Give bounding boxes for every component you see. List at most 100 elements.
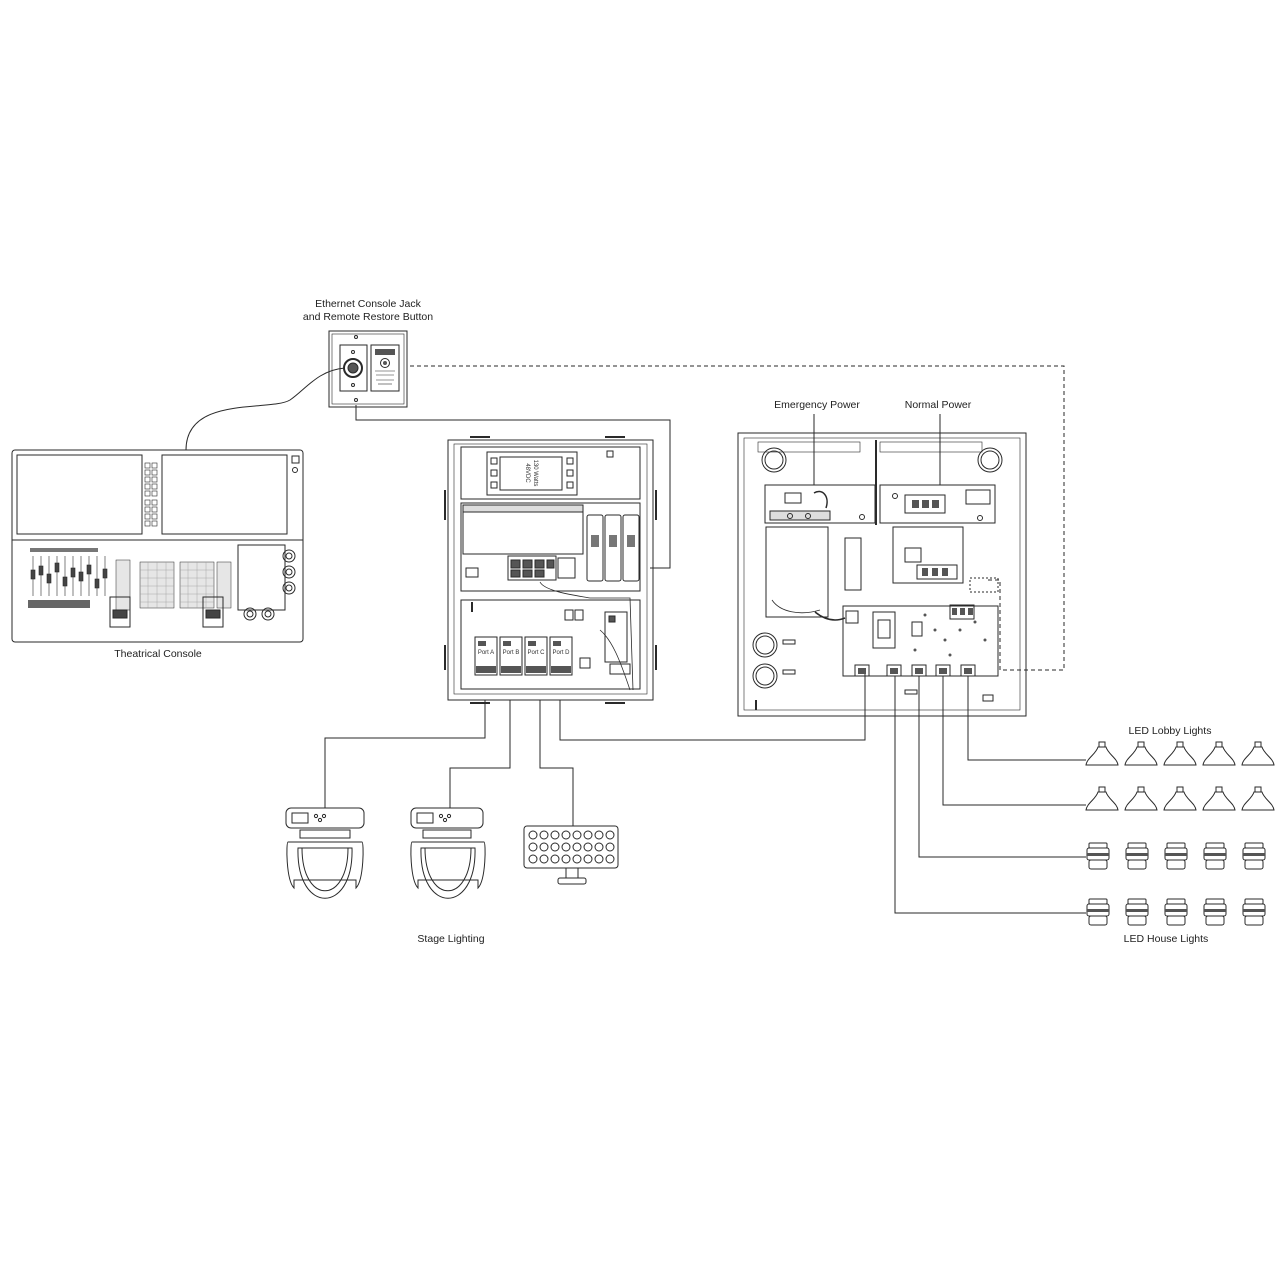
circuit-breakers (586, 514, 640, 582)
emergency-power-label: Emergency Power (774, 399, 860, 411)
led-emitter-icon (550, 854, 560, 864)
psu-wattage-label: 130 Watts (532, 460, 538, 487)
out-lobby1 (967, 676, 1086, 761)
console-screen-buttons (144, 462, 158, 527)
pendant-light-icon (1241, 786, 1275, 811)
house-can-fixtures (1086, 842, 1266, 926)
rack-to-mover2 (449, 700, 511, 808)
pendant-light-icon (1202, 741, 1236, 766)
console-keypad-grid (140, 562, 214, 608)
knockout-icon (977, 447, 1003, 473)
lobby-lights-label: LED Lobby Lights (1128, 725, 1212, 737)
can-light-icon (1086, 842, 1110, 870)
emergency-power-bracket (764, 484, 876, 524)
psu-voltage-label: 48VDC (524, 463, 530, 483)
can-light-icon (1086, 898, 1110, 926)
console-keypad (115, 559, 232, 611)
stage-lighting-label: Stage Lighting (417, 933, 485, 945)
led-emitter-icon (605, 842, 615, 852)
led-emitter-icon (594, 842, 604, 852)
encoder-icon (282, 581, 296, 595)
encoder-icon (282, 549, 296, 563)
encoder-icon (261, 607, 275, 621)
processor-module (462, 511, 584, 555)
console-screen-left (16, 454, 143, 535)
led-emitter-icon (550, 842, 560, 852)
jack-label-line1: Ethernet Console Jack (315, 298, 421, 310)
can-light-icon (1164, 842, 1188, 870)
can-light-icon (1164, 898, 1188, 926)
wires (185, 365, 1086, 914)
led-emitter-icon (605, 830, 615, 840)
led-emitter-icon (605, 854, 615, 864)
pendant-light-icon (1241, 741, 1275, 766)
out-house2 (894, 676, 1086, 914)
port-b-label: Port B (503, 650, 520, 656)
knockout-icon (761, 447, 787, 473)
led-emitter-icon (528, 854, 538, 864)
encoder-icon (243, 607, 257, 621)
console-label: Theatrical Console (114, 648, 202, 660)
knockout-icon (752, 663, 778, 689)
console-small-screen (237, 544, 286, 611)
psu-module (486, 451, 578, 496)
can-light-icon (1242, 842, 1266, 870)
port-a-label: Port A (478, 650, 494, 656)
led-emitter-icon (572, 854, 582, 864)
led-emitter-icon (594, 830, 604, 840)
jack-label-line2: and Remote Restore Button (302, 311, 434, 323)
led-emitter-icon (528, 830, 538, 840)
led-emitter-icon (583, 842, 593, 852)
led-emitter-icon (539, 854, 549, 864)
led-emitter-icon (583, 854, 593, 864)
out-lobby2 (942, 676, 1086, 806)
lobby-pendant-fixtures (1085, 741, 1275, 811)
encoder-icon (282, 565, 296, 579)
ethernet-jack (339, 344, 368, 392)
pendant-light-icon (1124, 741, 1158, 766)
restore-button-icon (380, 358, 390, 368)
led-emitter-icon (550, 830, 560, 840)
pendant-light-icon (1124, 786, 1158, 811)
port-d-label: Port D (552, 650, 570, 656)
port-c-label: Port C (527, 650, 545, 656)
console-screen-right (161, 454, 288, 535)
restore-button-panel (370, 344, 400, 392)
console-faders (28, 548, 108, 608)
pendant-light-icon (1163, 786, 1197, 811)
pendant-light-icon (1163, 741, 1197, 766)
knockout-icon (752, 632, 778, 658)
can-light-icon (1203, 898, 1227, 926)
normal-power-bracket (879, 484, 996, 524)
output-terminals (854, 664, 976, 677)
can-light-icon (1203, 842, 1227, 870)
led-emitter-icon (572, 842, 582, 852)
out-house1 (918, 676, 1086, 858)
moving-head-light-1 (285, 807, 365, 899)
house-lighting-panel (737, 432, 1027, 717)
led-emitter-icon (561, 842, 571, 852)
led-emitter-icon (539, 842, 549, 852)
ethernet-jack-plate (328, 330, 408, 408)
can-light-icon (1125, 898, 1149, 926)
led-emitter-icon (539, 830, 549, 840)
ethercon-connector-icon (343, 358, 363, 378)
theatrical-console (11, 449, 304, 643)
led-emitter-icon (572, 830, 582, 840)
jack-rack-wire (355, 405, 671, 569)
led-emitter-icon (561, 854, 571, 864)
normal-power-label: Normal Power (904, 399, 972, 411)
led-emitter-icon (528, 842, 538, 852)
house-lights-label: LED House Lights (1123, 933, 1209, 945)
rack-to-panel (559, 672, 866, 741)
rack-to-mover1 (324, 700, 486, 808)
console-jack-cable (185, 367, 346, 451)
led-emitter-icon (561, 830, 571, 840)
led-bar-fixture (523, 825, 619, 885)
led-emitter-icon (583, 830, 593, 840)
port-cards: Port A Port B Port C Port D (474, 636, 573, 676)
pendant-light-icon (1085, 741, 1119, 766)
can-light-icon (1242, 898, 1266, 926)
can-light-icon (1125, 842, 1149, 870)
